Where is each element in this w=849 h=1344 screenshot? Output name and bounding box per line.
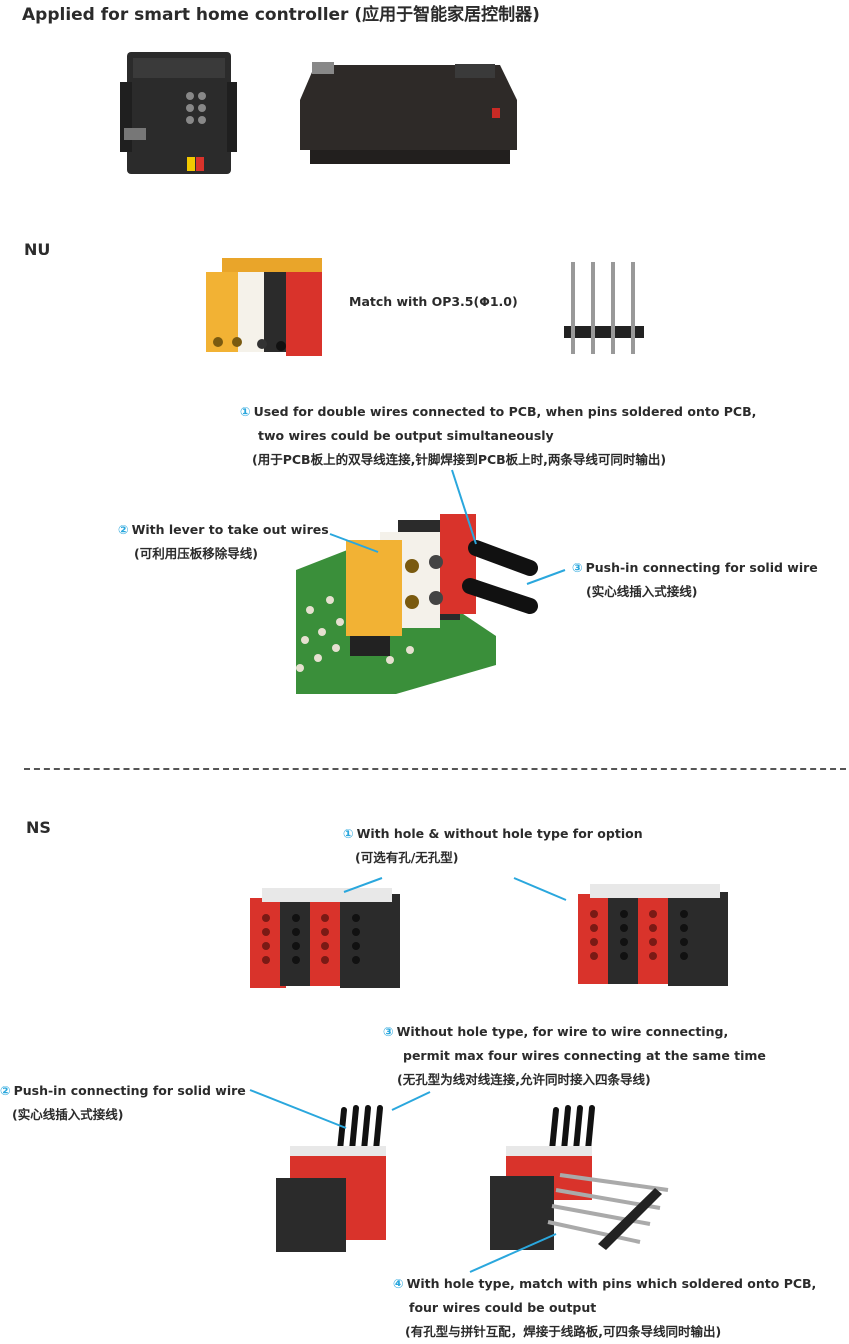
section-label-nu: NU bbox=[24, 240, 51, 259]
callout-text: Used for double wires connected to PCB, … bbox=[253, 404, 757, 419]
callout-text-cn: (实心线插入式接线) bbox=[12, 1107, 124, 1122]
callout-text: With hole type, match with pins which so… bbox=[406, 1276, 817, 1291]
callout-text: Push-in connecting for solid wire bbox=[13, 1083, 246, 1098]
section-label-ns: NS bbox=[26, 818, 51, 837]
callout-text-cn: (用于PCB板上的双导线连接,针脚焊接到PCB板上时,两条导线可同时输出) bbox=[252, 452, 667, 467]
pin-header-image bbox=[564, 262, 644, 354]
callout-text: permit max four wires connecting at the … bbox=[403, 1048, 766, 1063]
controller-image-front bbox=[120, 52, 237, 174]
callout-text: With lever to take out wires bbox=[131, 522, 329, 537]
callout-text: two wires could be output simultaneously bbox=[258, 428, 554, 443]
callout-text: With hole & without hole type for option bbox=[356, 826, 643, 841]
callout-number: ③ bbox=[572, 560, 583, 575]
callout-text-cn: (有孔型与拼针互配，焊接于线路板,可四条导线同时输出) bbox=[405, 1324, 722, 1339]
nu-pcb-assembly-image bbox=[296, 514, 538, 694]
callout-text: Without hole type, for wire to wire conn… bbox=[396, 1024, 729, 1039]
section-divider bbox=[24, 768, 846, 770]
callout-text-cn: (无孔型为线对线连接,允许同时接入四条导线) bbox=[397, 1072, 651, 1087]
ns-connector-with-hole-image bbox=[250, 888, 400, 988]
callout-number: ① bbox=[343, 826, 354, 841]
callout-number: ② bbox=[0, 1083, 11, 1098]
callout-number: ④ bbox=[393, 1276, 404, 1291]
match-label: Match with OP3.5(Φ1.0) bbox=[349, 294, 518, 309]
callout-text-cn: (可利用压板移除导线) bbox=[134, 546, 258, 561]
page-title: Applied for smart home controller (应用于智能… bbox=[22, 5, 540, 25]
callout-text: Push-in connecting for solid wire bbox=[585, 560, 818, 575]
callout-text-cn: (可选有孔/无孔型) bbox=[355, 850, 459, 865]
ns-wire-to-wire-image bbox=[276, 1105, 386, 1252]
nu-connector-image bbox=[206, 258, 322, 356]
controller-image-side bbox=[300, 62, 517, 164]
callout-text: four wires could be output bbox=[409, 1300, 597, 1315]
callout-number: ③ bbox=[383, 1024, 394, 1039]
callout-number: ① bbox=[240, 404, 251, 419]
callout-number: ② bbox=[118, 522, 129, 537]
callout-text-cn: (实心线插入式接线) bbox=[586, 584, 698, 599]
ns-pins-assembly-image bbox=[490, 1105, 669, 1250]
ns-connector-without-hole-image bbox=[578, 884, 728, 986]
